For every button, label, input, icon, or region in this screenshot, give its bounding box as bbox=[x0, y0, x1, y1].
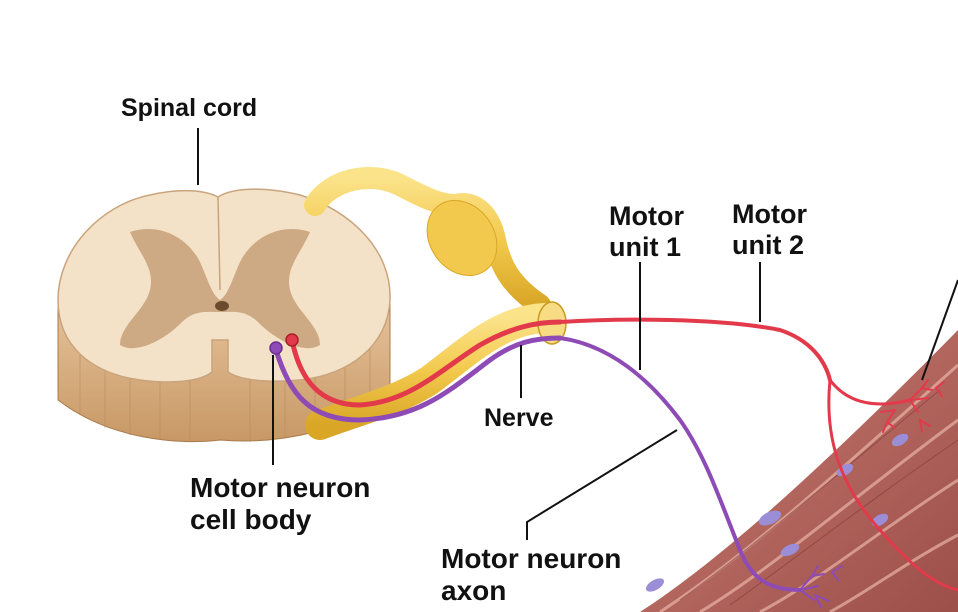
label-cell-body-line1: Motor neuron bbox=[190, 472, 371, 503]
label-motor-unit-2-line2: unit 2 bbox=[732, 230, 804, 261]
motor-unit-2-axon bbox=[289, 317, 958, 592]
ganglion bbox=[426, 199, 498, 277]
motor-neuron-cell-body-2 bbox=[285, 333, 299, 347]
motor-unit-2-terminal bbox=[880, 379, 945, 433]
motor-neuron-cell-body-1 bbox=[269, 341, 283, 355]
label-axon-line1: Motor neuron bbox=[441, 543, 622, 574]
label-cell-body-line2: cell body bbox=[190, 504, 312, 536]
label-axon: Motor neuron axon bbox=[441, 543, 621, 607]
motor-unit-1-terminal bbox=[799, 565, 843, 608]
leader-endplate bbox=[921, 279, 958, 381]
motor-unit-1-axon bbox=[273, 335, 843, 608]
label-motor-unit-2: Motor unit 2 bbox=[732, 199, 807, 261]
label-motor-unit-2-line1: Motor bbox=[732, 199, 807, 229]
skeletal-muscle bbox=[640, 330, 958, 612]
label-motor-unit-1-line2: unit 1 bbox=[609, 232, 681, 263]
label-motor-unit-1-line1: Motor bbox=[609, 201, 684, 231]
label-nerve: Nerve bbox=[484, 404, 554, 433]
label-motor-unit-1: Motor unit 1 bbox=[609, 201, 684, 263]
spinal-cord-gray-matter bbox=[120, 228, 320, 349]
central-canal bbox=[215, 301, 229, 311]
muscle-nuclei bbox=[645, 433, 909, 592]
label-spinal-cord-text: Spinal cord bbox=[121, 94, 258, 122]
label-spinal-cord: Spinal cord bbox=[121, 94, 257, 123]
leader-lines bbox=[197, 128, 958, 540]
label-cell-body: Motor neuron cell body bbox=[190, 472, 370, 536]
label-nerve-text: Nerve bbox=[484, 404, 554, 432]
label-axon-line2: axon bbox=[441, 575, 507, 607]
leader-axon bbox=[526, 429, 678, 540]
